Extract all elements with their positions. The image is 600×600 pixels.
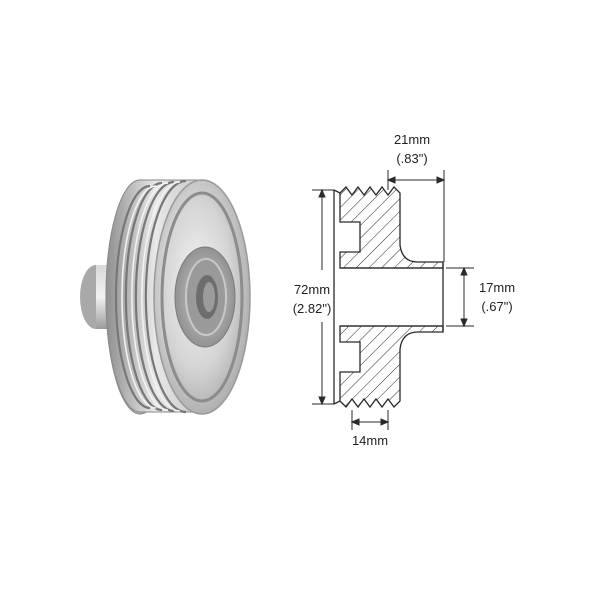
section-lower bbox=[339, 325, 444, 409]
pulley-grooves bbox=[114, 179, 187, 414]
front-face-rim bbox=[160, 191, 244, 403]
back-flange-section bbox=[333, 189, 341, 405]
label-outer-diameter-metric: 72mm bbox=[294, 282, 330, 297]
label-bore-diameter-imperial: (.67") bbox=[481, 299, 512, 314]
label-outer-diameter-imperial: (2.82") bbox=[293, 301, 332, 316]
section-upper bbox=[339, 185, 444, 269]
label-flange-width-metric: 21mm bbox=[394, 132, 430, 147]
cross-section bbox=[333, 185, 444, 409]
label-flange-width-imperial: (.83") bbox=[396, 151, 427, 166]
dimension-lines bbox=[312, 170, 474, 430]
label-groove-width-metric: 14mm bbox=[352, 433, 388, 448]
pulley-illustration bbox=[80, 179, 251, 415]
label-bore-diameter-metric: 17mm bbox=[479, 280, 515, 295]
